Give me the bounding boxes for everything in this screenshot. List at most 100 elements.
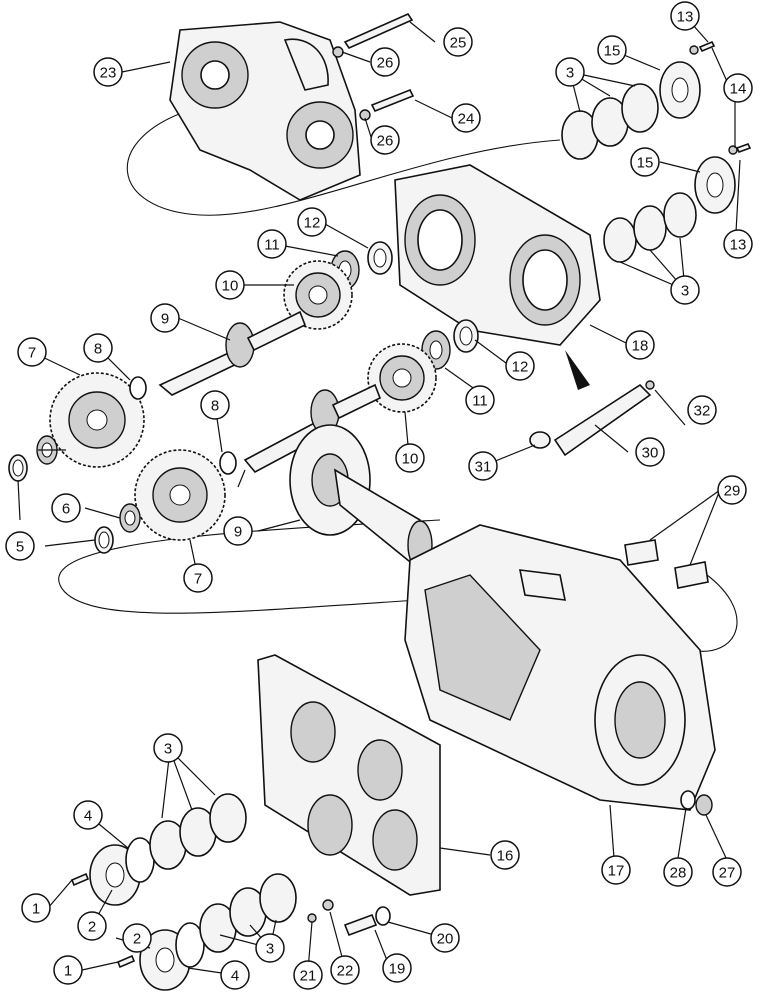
callout-circle [330,955,360,985]
callout-number: 25 [450,35,467,52]
cover-lower-left [139,873,297,991]
callout-circle [21,893,51,923]
callout-circle [150,303,180,333]
callout-number: 31 [475,459,492,476]
callout-19: 19 [382,953,412,983]
callout-circle [153,733,183,763]
callout-circle [670,1,700,31]
callout-14: 14 [723,73,753,103]
fasteners-19-22 [307,899,391,937]
gear-housing [394,164,601,346]
callout-26: 26 [370,47,400,77]
callout-8: 8 [200,390,230,420]
callout-circle [468,451,498,481]
callout-20: 20 [430,923,460,953]
callout-6: 6 [51,493,81,523]
callout-circle [122,923,152,953]
callout-3: 3 [555,57,585,87]
callout-number: 10 [402,451,419,468]
callout-circle [601,855,631,885]
callout-23: 23 [93,57,123,87]
callout-number: 7 [28,345,36,362]
callout-12: 12 [297,207,327,237]
callout-13: 13 [670,1,700,31]
callout-circle [73,800,103,830]
callout-9: 9 [223,516,253,546]
bracket-assembly [529,380,655,457]
lower-group-loop [58,519,738,652]
callout-number: 8 [211,398,219,415]
callout-number: 23 [100,65,117,82]
callout-circle [555,57,585,87]
callout-16: 16 [490,840,520,870]
callout-number: 9 [234,524,242,541]
callout-circle [93,57,123,87]
callout-circle [630,147,660,177]
callout-number: 18 [632,338,649,355]
callout-number: 20 [437,931,454,948]
callout-4: 4 [73,800,103,830]
callout-10: 10 [395,443,425,473]
gear-10-upper [283,260,353,330]
callout-26: 26 [370,125,400,155]
callout-number: 13 [730,237,747,254]
callout-32: 32 [687,395,717,425]
callout-15: 15 [597,35,627,65]
callout-circle [505,351,535,381]
callout-circle [223,516,253,546]
callout-circle [370,125,400,155]
callout-circle [717,475,747,505]
callout-number: 9 [161,311,169,328]
upper-gear-cover [169,21,361,201]
callout-2: 2 [122,923,152,953]
callout-number: 30 [642,445,659,462]
callout-circle [77,911,107,941]
callout-number: 1 [64,963,72,980]
callout-number: 12 [304,215,321,232]
callout-circle [183,563,213,593]
callout-2: 2 [77,911,107,941]
callout-10: 10 [215,270,245,300]
callout-12: 12 [505,351,535,381]
callout-number: 22 [337,963,354,980]
callout-number: 26 [377,133,394,150]
callout-circle [17,337,47,367]
callout-circle [255,933,285,963]
callout-3: 3 [670,275,700,305]
upper-shim-stack [561,40,716,160]
callout-number: 3 [566,65,574,82]
transmission-housing [404,524,716,811]
callout-15: 15 [630,147,660,177]
callout-4: 4 [220,960,250,990]
callout-number: 11 [472,393,488,410]
callout-28: 28 [663,857,693,887]
callout-1: 1 [21,893,51,923]
callout-number: 16 [497,848,514,865]
callout-number: 13 [677,9,694,26]
callout-circle [670,275,700,305]
callout-number: 28 [670,865,687,882]
callout-circle [635,437,665,467]
callout-number: 17 [608,863,625,880]
callout-circle [490,840,520,870]
callout-number: 29 [724,483,741,500]
callout-circle [382,953,412,983]
callout-circle [430,923,460,953]
cover-upper-left [89,793,247,906]
callout-1: 1 [53,955,83,985]
callout-number: 21 [300,968,317,985]
callout-circle [51,493,81,523]
callout-7: 7 [17,337,47,367]
gear-10-lower [367,343,437,413]
callout-25: 25 [443,27,473,57]
callout-number: 2 [133,931,141,948]
callout-number: 4 [231,968,239,985]
pointer-arrow [565,350,590,390]
callout-circle [297,207,327,237]
callout-circle [723,229,753,259]
callout-number: 4 [84,808,92,825]
callout-29: 29 [717,475,747,505]
callout-17: 17 [601,855,631,885]
front-cover-plate [257,654,441,896]
